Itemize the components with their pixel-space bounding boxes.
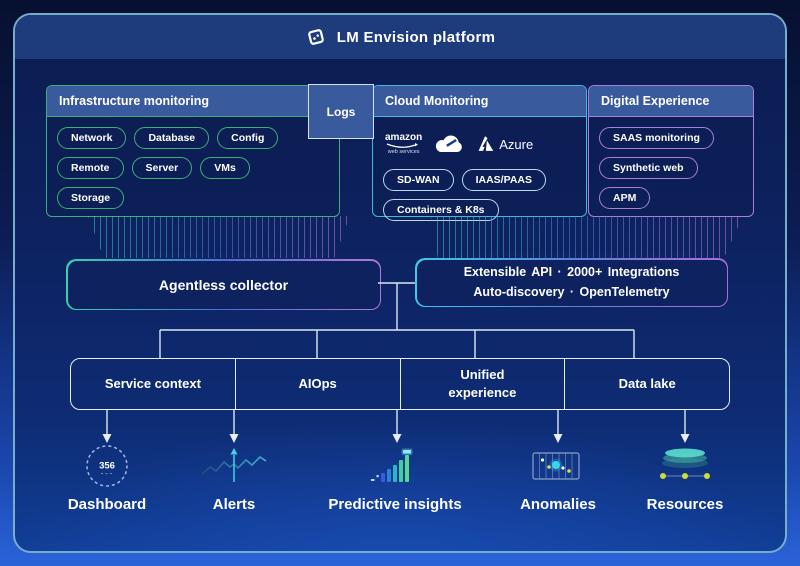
infrastructure-panel-header: Infrastructure monitoring bbox=[47, 86, 339, 117]
output-dashboard: 356 Dashboard bbox=[37, 440, 177, 513]
pill-saas-monitoring: SAAS monitoring bbox=[599, 127, 714, 149]
cloud-panel-title: Cloud Monitoring bbox=[385, 94, 489, 108]
output-resources: Resources bbox=[615, 440, 755, 513]
infrastructure-panel-title: Infrastructure monitoring bbox=[59, 94, 210, 108]
agentless-collector-box: Agentless collector bbox=[66, 259, 381, 310]
azure-logo: Azure bbox=[476, 135, 533, 153]
aws-logo: amazon web services bbox=[385, 131, 423, 155]
azure-triangle-icon bbox=[478, 136, 494, 151]
pill-synthetic-web: Synthetic web bbox=[599, 157, 698, 179]
output-label: Resources bbox=[646, 496, 724, 513]
pill-network: Network bbox=[57, 127, 127, 149]
cloud-panel-body: amazon web services bbox=[373, 117, 586, 231]
capabilities-row: Service context AIOps Unified experience… bbox=[70, 358, 730, 410]
connector-fan-left bbox=[88, 216, 350, 258]
agentless-collector-label: Agentless collector bbox=[158, 276, 289, 293]
azure-label: Azure bbox=[499, 136, 534, 152]
output-alerts: Alerts bbox=[164, 440, 304, 513]
digital-panel-title: Digital Experience bbox=[601, 94, 710, 108]
extensible-api-line2: Auto-discovery · OpenTelemetry bbox=[473, 284, 670, 299]
pill-iaas-paas: IAAS/PAAS bbox=[461, 169, 546, 191]
pill-vms: VMs bbox=[200, 157, 250, 179]
pill-row: SAAS monitoring bbox=[599, 127, 743, 149]
pill-row: Synthetic web bbox=[599, 157, 743, 179]
extensible-api-line1: Extensible API · 2000+ Integrations bbox=[463, 265, 680, 280]
pill-apm: APM bbox=[599, 187, 651, 209]
logs-box: Logs bbox=[308, 84, 374, 139]
pill-row: APM bbox=[599, 187, 743, 209]
agentless-collector-inner: Agentless collector bbox=[67, 260, 380, 309]
anomaly-grid-icon bbox=[532, 440, 584, 492]
digital-panel-header: Digital Experience bbox=[589, 86, 753, 117]
extensible-api-inner: Extensible API · 2000+ Integrations Auto… bbox=[416, 259, 727, 306]
capability-data-lake: Data lake bbox=[564, 359, 729, 409]
pill-storage: Storage bbox=[57, 187, 125, 209]
extensible-api-box: Extensible API · 2000+ Integrations Auto… bbox=[415, 258, 728, 307]
alerts-sparkline-icon bbox=[198, 440, 270, 492]
pill-row: Storage bbox=[57, 187, 329, 209]
pill-config: Config bbox=[217, 127, 279, 149]
pill-row: Network Database Config bbox=[57, 127, 329, 149]
title-bar: LM Envision platform bbox=[15, 15, 785, 59]
resources-layers-icon bbox=[657, 440, 713, 492]
output-label: Predictive insights bbox=[328, 496, 462, 513]
capability-service-context: Service context bbox=[104, 376, 201, 392]
cloud-panel-header: Cloud Monitoring bbox=[373, 86, 586, 117]
output-label: Anomalies bbox=[520, 496, 596, 513]
capability-aiops: AIOps bbox=[234, 359, 400, 409]
capability-unified-experience: Unified experience bbox=[399, 359, 565, 409]
infrastructure-panel-body: Network Database Config Remote Server VM… bbox=[47, 117, 339, 219]
pill-database: Database bbox=[134, 127, 210, 149]
cloud-logos-row: amazon web services bbox=[385, 129, 576, 159]
cloud-panel: Cloud Monitoring amazon web services bbox=[372, 85, 587, 221]
output-anomalies: Anomalies bbox=[488, 440, 628, 513]
digital-panel-body: SAAS monitoring Synthetic web APM bbox=[589, 117, 753, 219]
google-cloud-logo bbox=[435, 134, 463, 154]
pill-server: Server bbox=[131, 157, 193, 179]
logs-label: Logs bbox=[326, 104, 356, 119]
digital-panel: Digital Experience SAAS monitoring Synth… bbox=[588, 85, 754, 217]
pill-row: SD-WAN IAAS/PAAS bbox=[383, 169, 576, 191]
connector-fan-right bbox=[431, 216, 743, 258]
output-label: Dashboard bbox=[67, 496, 147, 513]
pill-sd-wan: SD-WAN bbox=[383, 169, 454, 191]
pill-row: Remote Server VMs bbox=[57, 157, 329, 179]
platform-title: LM Envision platform bbox=[336, 28, 496, 46]
lm-logo-icon bbox=[305, 26, 327, 48]
output-label: Alerts bbox=[212, 496, 256, 513]
predictive-bars-icon bbox=[367, 440, 423, 492]
output-predictive-insights: Predictive insights bbox=[325, 440, 465, 513]
infrastructure-panel: Infrastructure monitoring Network Databa… bbox=[46, 85, 340, 217]
aws-smile-icon bbox=[386, 142, 418, 148]
dashboard-count: 356 bbox=[99, 461, 115, 472]
dashboard-gauge-icon: 356 bbox=[83, 440, 131, 492]
pill-remote: Remote bbox=[57, 157, 124, 179]
